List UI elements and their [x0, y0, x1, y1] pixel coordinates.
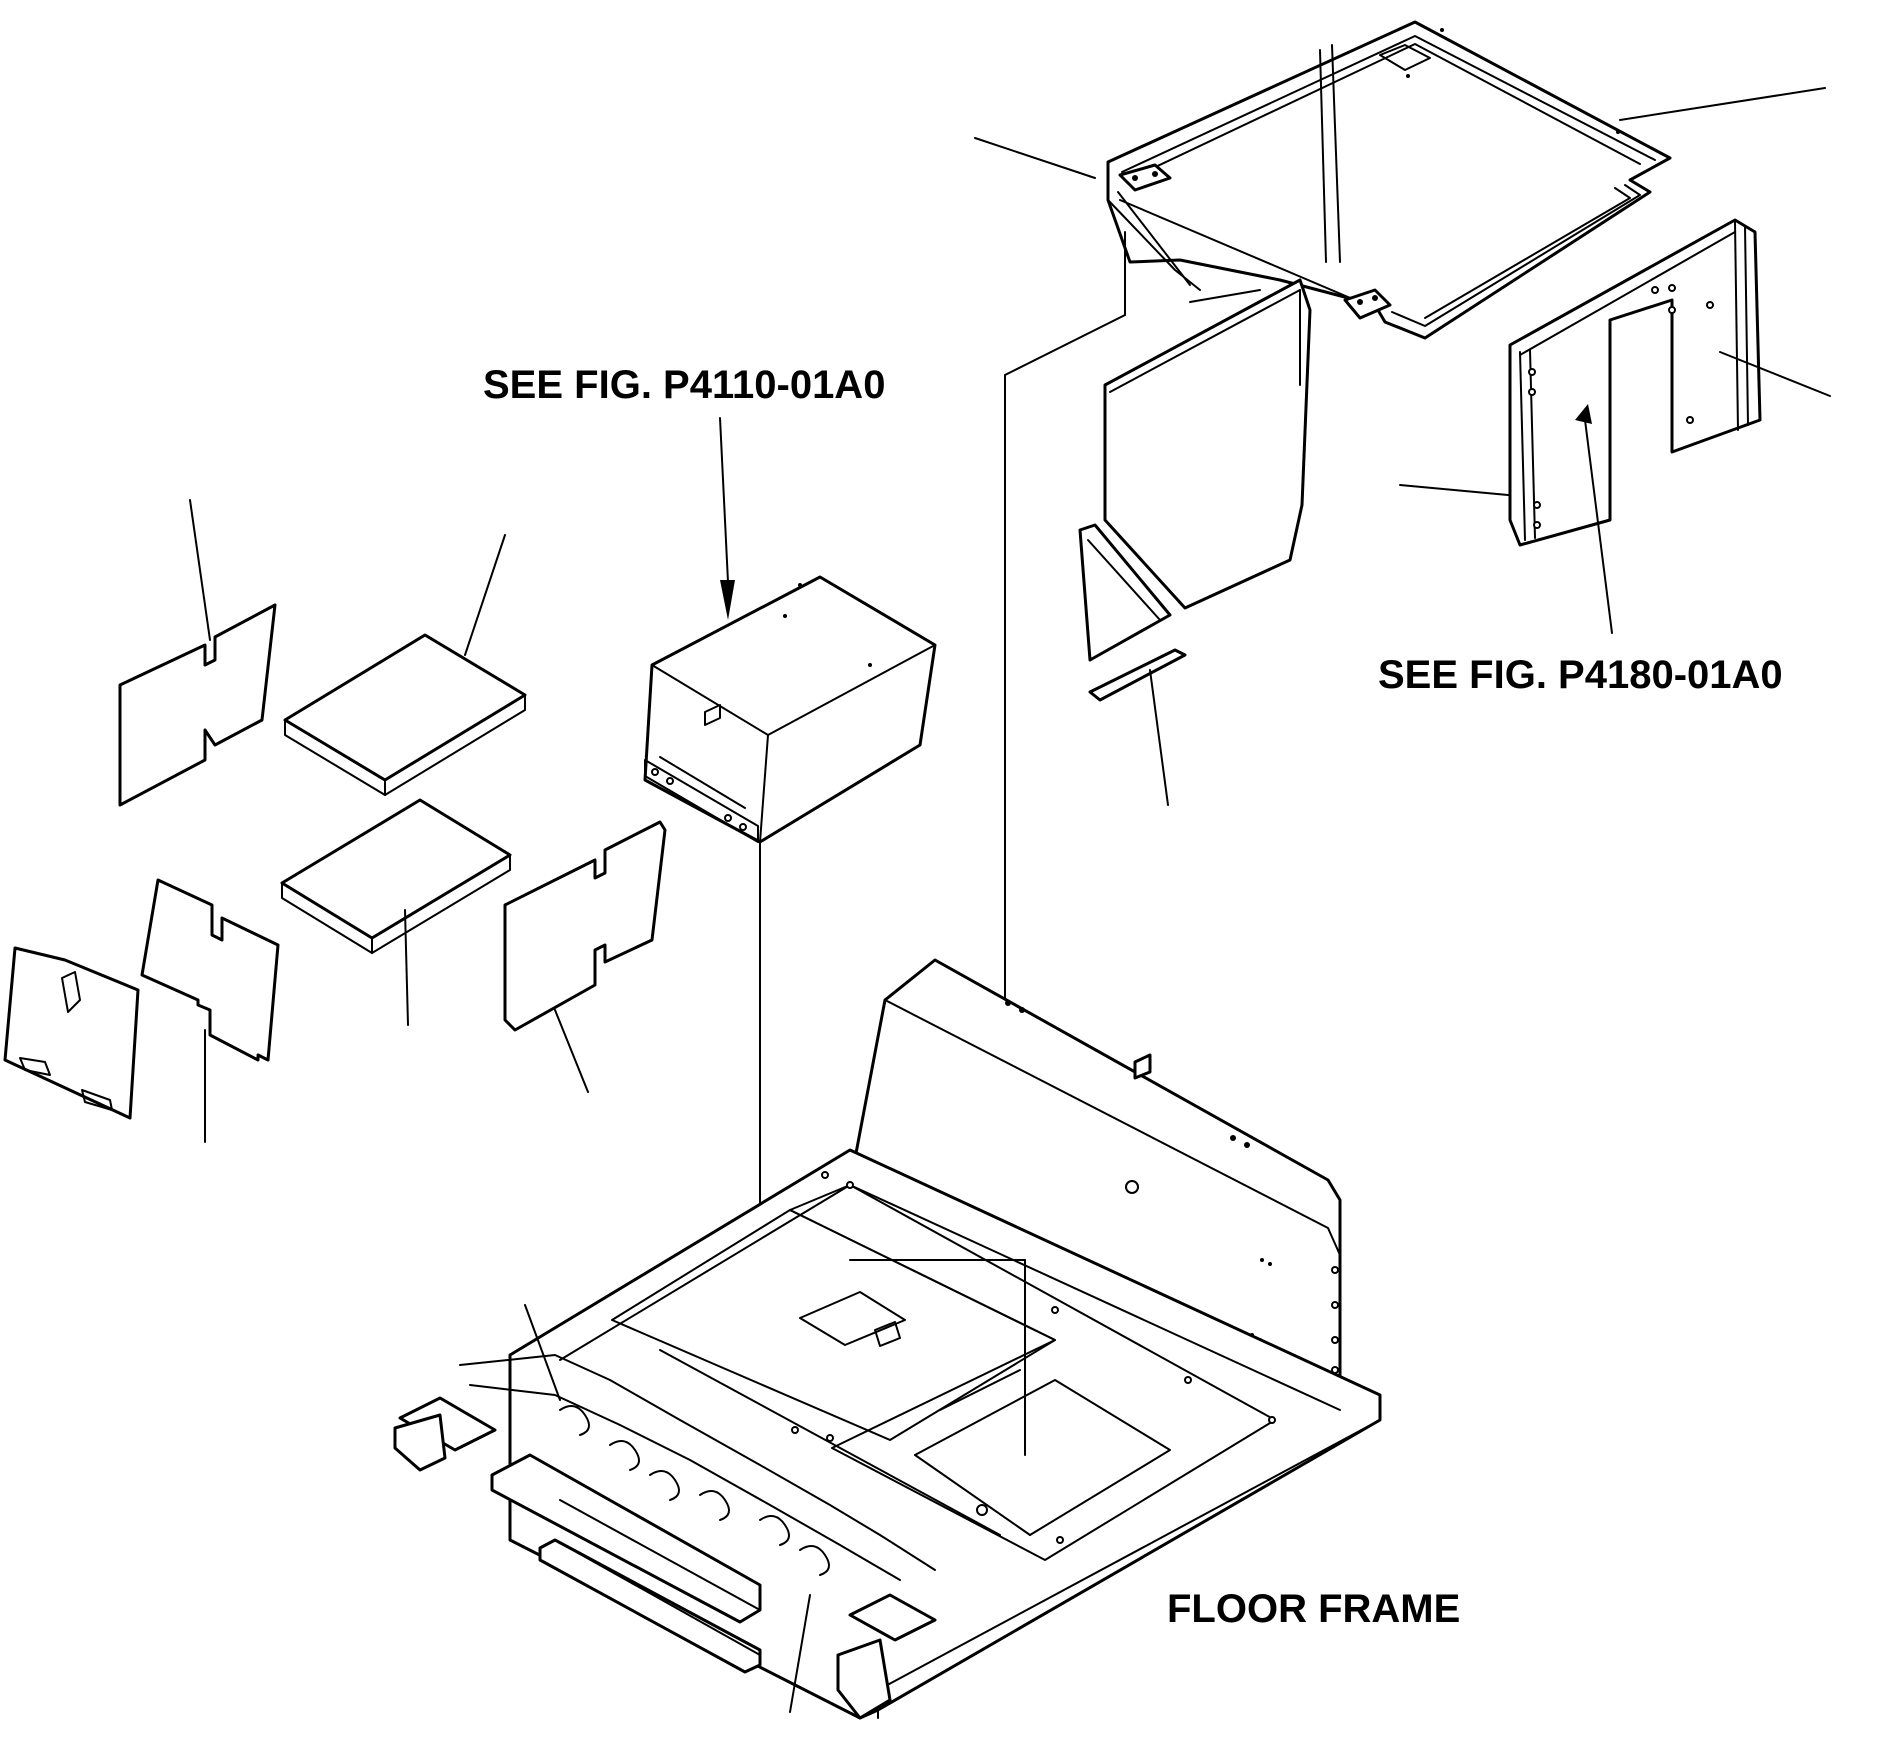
see-fig-p4180-label: SEE FIG. P4180-01A0: [1378, 653, 1783, 697]
right-side-panel: [1399, 218, 1831, 634]
upper-center-panel: [1103, 278, 1312, 610]
pad-middle: [280, 798, 512, 1026]
floor-frame: [393, 958, 1382, 1720]
roof-leader: [1004, 231, 1126, 1003]
floor-frame-label: FLOOR FRAME: [1167, 1587, 1460, 1631]
insulation-panel-right: [503, 820, 667, 1093]
insulation-panel-top-left: [118, 499, 277, 807]
strip-seal: [1088, 648, 1187, 806]
pad-top: [283, 534, 527, 796]
hinged-cover: [3, 946, 140, 1120]
triangle-trim: [1078, 523, 1172, 662]
insulation-panel-bottom-left: [140, 878, 280, 1143]
see-fig-p4110-label: SEE FIG. P4110-01A0: [483, 363, 885, 407]
roof-panel: [974, 20, 1826, 340]
